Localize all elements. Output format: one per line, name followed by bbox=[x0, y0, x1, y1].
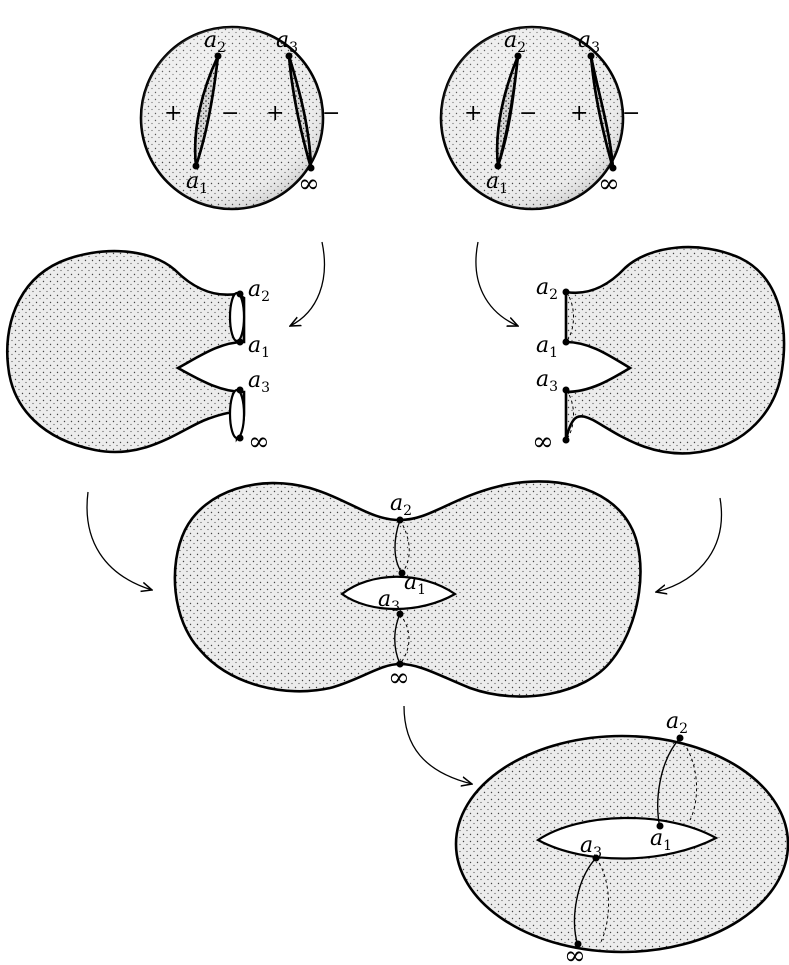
label-infinity: ∞ bbox=[564, 941, 586, 965]
arrow bbox=[404, 706, 472, 784]
opened-sheet-right bbox=[563, 247, 784, 453]
label-a3: a3 bbox=[536, 367, 558, 395]
label-a2: a2 bbox=[248, 277, 270, 305]
label-plus: + bbox=[164, 101, 182, 126]
arrow bbox=[87, 492, 152, 590]
label-minus: − bbox=[622, 101, 640, 126]
label-a2: a2 bbox=[536, 275, 558, 303]
label-plus: + bbox=[464, 101, 482, 126]
label-a3: a3 bbox=[578, 28, 600, 56]
label-a1: a1 bbox=[248, 333, 270, 361]
label-plus: + bbox=[570, 101, 588, 126]
opened-sheet-left-labels: a2 a1 a3 ∞ bbox=[248, 277, 270, 457]
label-infinity: ∞ bbox=[248, 427, 270, 457]
label-a3: a3 bbox=[276, 28, 298, 56]
label-minus: − bbox=[221, 101, 239, 126]
label-plus: + bbox=[266, 101, 284, 126]
label-a1: a1 bbox=[536, 333, 558, 361]
opened-sheet-left bbox=[7, 251, 244, 452]
label-a2: a2 bbox=[390, 491, 412, 519]
label-minus: − bbox=[322, 101, 340, 126]
arrow bbox=[656, 498, 721, 592]
label-a2: a2 bbox=[666, 709, 688, 737]
arrow bbox=[290, 242, 324, 326]
label-infinity: ∞ bbox=[298, 169, 320, 199]
label-infinity: ∞ bbox=[598, 169, 620, 199]
torus bbox=[456, 735, 788, 953]
label-infinity: ∞ bbox=[388, 663, 410, 693]
label-minus: − bbox=[519, 101, 537, 126]
arrow bbox=[476, 242, 518, 326]
label-a3: a3 bbox=[248, 368, 270, 396]
opened-sheet-right-labels: a2 a1 a3 ∞ bbox=[532, 275, 558, 457]
label-infinity: ∞ bbox=[532, 427, 554, 457]
